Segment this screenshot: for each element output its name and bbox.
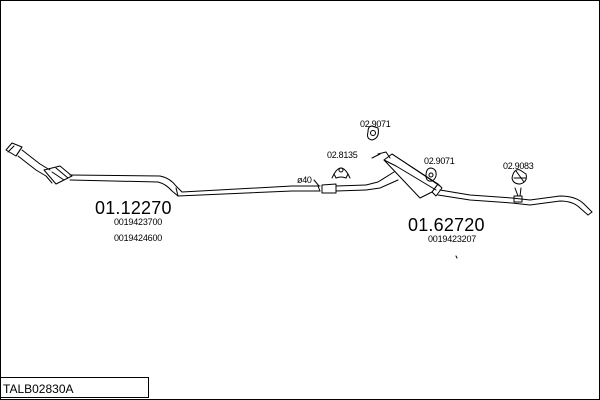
front-ref-2: 0019424600 bbox=[114, 233, 163, 243]
rear-part-number: 01.62720 bbox=[408, 215, 485, 235]
fitting-code-02-9071-upper: 02.9071 bbox=[360, 119, 391, 129]
front-ref-1: 0019423700 bbox=[114, 217, 163, 227]
assembly-code: TALB02830A bbox=[3, 382, 74, 396]
rear-ref-1: 0019423207 bbox=[428, 234, 477, 244]
front-part-number: 01.12270 bbox=[95, 198, 172, 218]
fitting-02-9071-right-shape bbox=[425, 167, 437, 182]
front-flange bbox=[5, 142, 23, 157]
fitting-02-9071-upper-shape bbox=[367, 125, 379, 141]
fitting-code-02-9071-right: 02.9071 bbox=[424, 156, 455, 166]
fitting-code-02-9083: 02.9083 bbox=[503, 161, 534, 171]
fitting-code-02-8135: 02.8135 bbox=[327, 150, 358, 160]
fitting-02-9083-shape bbox=[511, 169, 527, 185]
hanger-mount bbox=[513, 187, 523, 203]
minor-mark bbox=[455, 255, 458, 259]
fitting-02-8135-shape bbox=[331, 167, 351, 179]
assembly-code-box: TALB02830A bbox=[0, 377, 149, 398]
front-pipe-01-12270 bbox=[17, 149, 321, 197]
rear-pipe-01-62720 bbox=[365, 151, 593, 216]
diameter-marker bbox=[313, 179, 320, 187]
sleeve-joint bbox=[321, 183, 367, 194]
diameter-label: ø40 bbox=[297, 175, 312, 185]
